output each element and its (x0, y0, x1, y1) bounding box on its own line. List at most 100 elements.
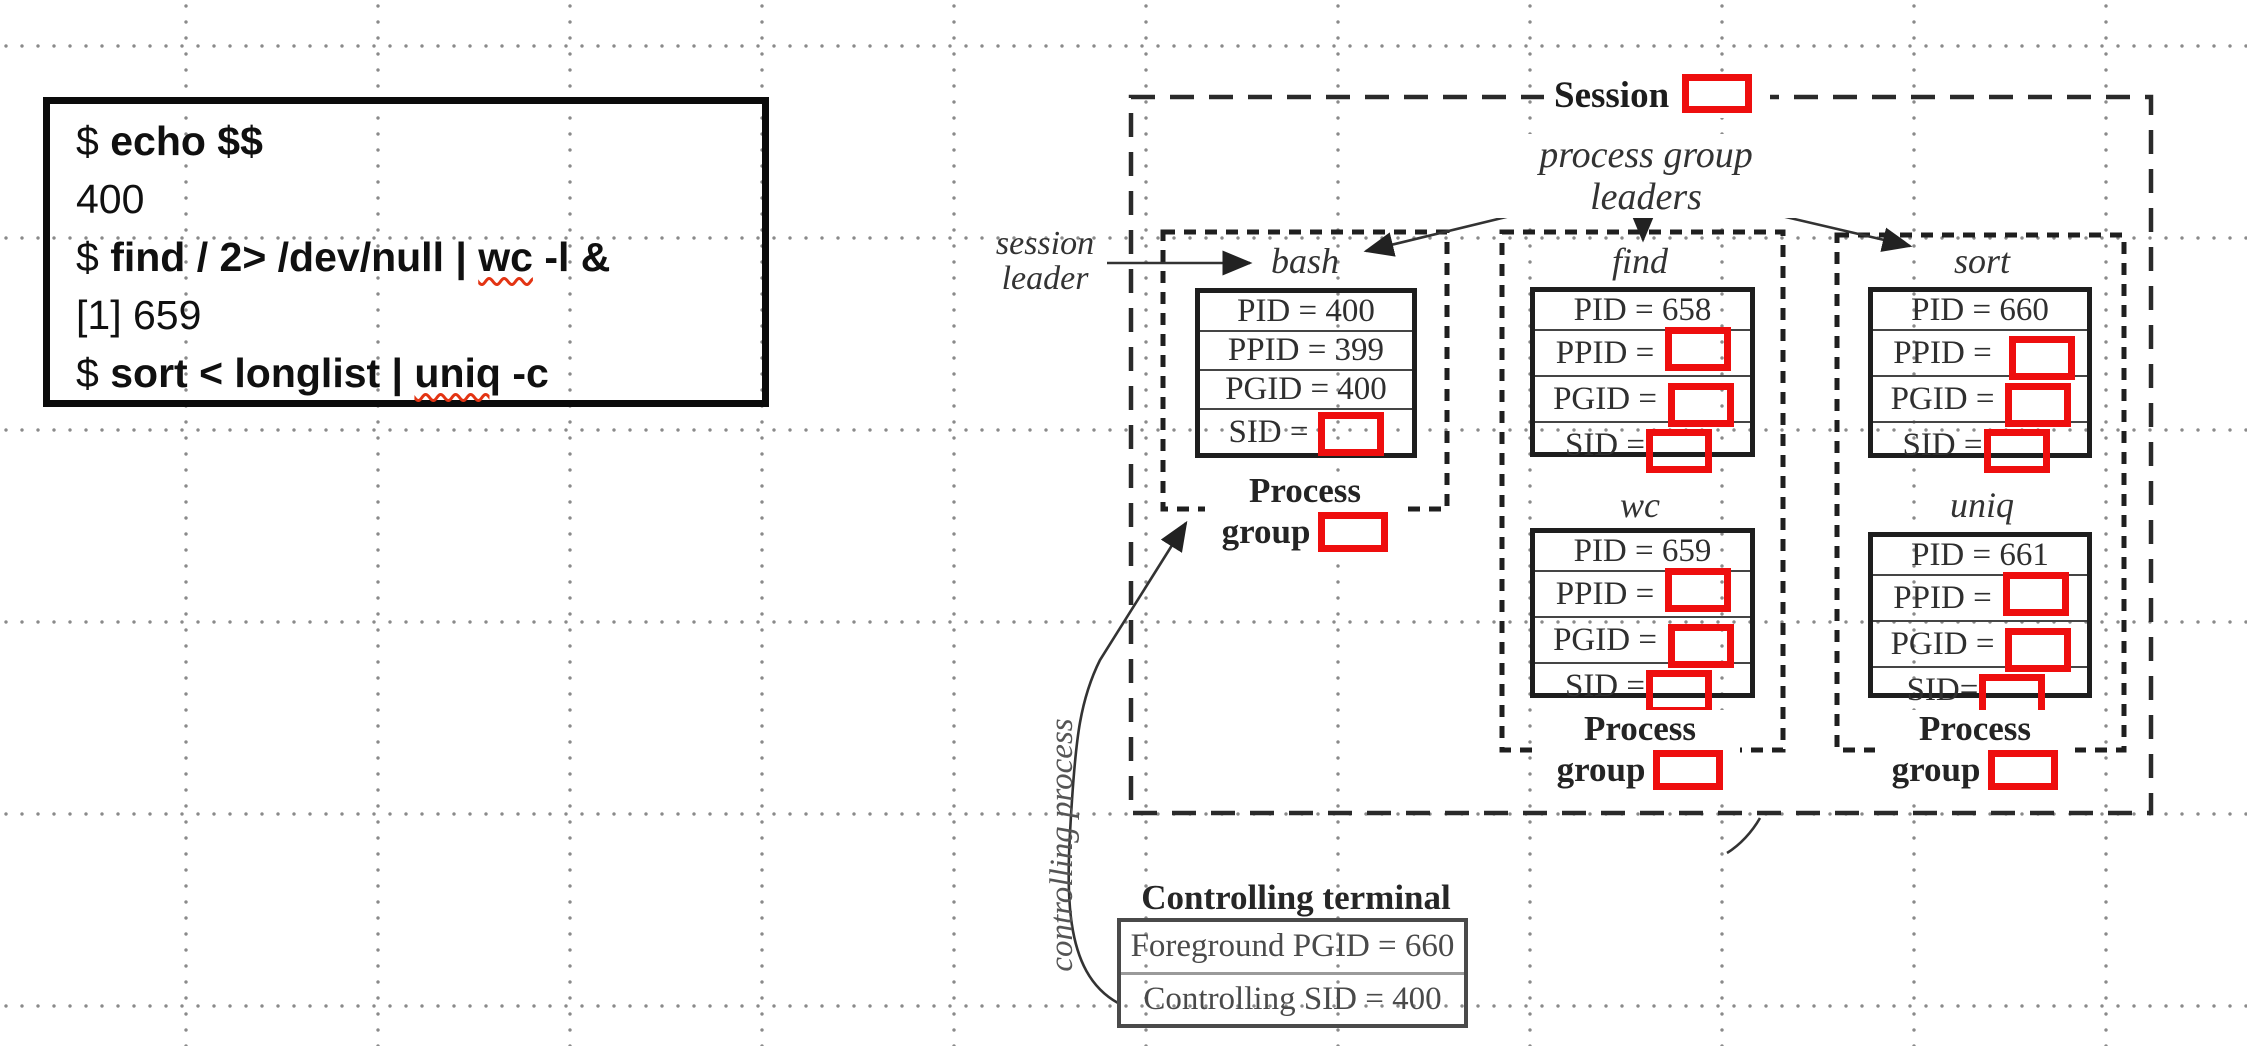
process-table-sort: PID = 660 PPID = PGID = SID = (1868, 287, 2092, 473)
session-label: Session (1554, 74, 1670, 116)
process-table-bash: PID = 400 PPID = 399 PGID = 400 SID = (1195, 288, 1417, 458)
command-text: -c (500, 350, 549, 396)
table-row: SID = (1535, 421, 1750, 473)
table-row: SID = (1200, 408, 1412, 456)
find-pgid-blank (1667, 383, 1734, 427)
group-word: group (1556, 750, 1646, 789)
group-word: group (1221, 512, 1311, 551)
process-name-find: find (1611, 241, 1668, 281)
process-name-uniq: uniq (1949, 485, 2014, 525)
process-table-uniq: PID = 661 PPID = PGID = SID= (1868, 532, 2092, 718)
uniq-pgid-blank (2005, 628, 2072, 672)
session-corner-tick (1726, 817, 1762, 855)
row-text: SID = (1564, 426, 1646, 463)
sort-pgid-blank (2005, 383, 2072, 427)
process-name-sort: sort (1953, 241, 2011, 281)
table-row: SID = (1535, 662, 1750, 714)
find-wc-pgid-footer-blank (1653, 750, 1724, 790)
row-text: PGID = 400 (1225, 371, 1387, 407)
process-name-wc: wc (1620, 485, 1660, 525)
sort-uniq-pgid-footer-blank (1988, 750, 2059, 790)
terminal-snippet: $ echo $$ 400 $ find / 2> /dev/null | wc… (43, 97, 769, 407)
terminal-line: $ sort < longlist | uniq -c (76, 344, 762, 402)
table-row: SID= (1873, 666, 2087, 718)
shell-prompt: $ (76, 234, 99, 280)
session-leader-line1: session (995, 225, 1095, 262)
table-row: PPID = (1873, 572, 2087, 620)
row-text: PID = 660 (1911, 292, 2049, 328)
sort-uniq-process-group-caption: Process group (1875, 710, 2075, 793)
controlling-sid-row: Controlling SID = 400 (1121, 971, 1464, 1025)
table-row: PPID = (1535, 327, 1750, 375)
row-text: PGID = (1890, 380, 1995, 417)
row-text: PGID = (1890, 625, 1995, 662)
shell-prompt: $ (76, 350, 99, 396)
table-row: PID = 400 (1200, 293, 1412, 330)
row-text: PID = 659 (1573, 533, 1712, 569)
process-word: Process (1583, 709, 1697, 748)
row-text: PPID = (1893, 334, 1992, 371)
process-table-find: PID = 658 PPID = PGID = SID = (1530, 287, 1755, 473)
terminal-line: [1] 659 (76, 286, 762, 344)
sort-sid-blank (1983, 429, 2050, 473)
row-text: PPID = (1555, 575, 1655, 612)
process-word: Process (1248, 471, 1362, 510)
terminal-line: $ echo $$ (76, 112, 762, 170)
row-text: PGID = (1553, 621, 1657, 658)
row-text: SID = (1564, 667, 1646, 704)
misspelled-word: wc (478, 234, 533, 280)
table-row: PPID = 399 (1200, 330, 1412, 369)
table-row: PGID = (1535, 616, 1750, 668)
table-row: PID = 658 (1535, 292, 1750, 329)
shell-prompt: $ (76, 118, 99, 164)
find-sid-blank (1646, 429, 1713, 473)
wc-sid-blank (1646, 670, 1713, 714)
command-text: echo $$ (110, 118, 263, 164)
bash-sid-blank (1317, 412, 1384, 456)
session-id-blank (1682, 74, 1752, 113)
command-text: sort < longlist | (110, 350, 415, 396)
wc-pgid-blank (1667, 624, 1734, 668)
row-text: PPID = (1555, 334, 1655, 371)
session-leader-label: session leader (980, 226, 1110, 296)
table-row: PGID = (1873, 375, 2087, 427)
session-leader-line2: leader (1001, 260, 1089, 297)
process-word: Process (1918, 709, 2032, 748)
table-row: PID = 661 (1873, 537, 2087, 574)
process-name-bash: bash (1270, 241, 1339, 281)
table-row: PPID = (1535, 568, 1750, 616)
row-text: SID = (1902, 426, 1983, 463)
bash-process-group-caption: Process group (1205, 472, 1405, 555)
command-text: find / 2> /dev/null | (110, 234, 479, 280)
controlling-process-label: controlling process (1044, 718, 1080, 972)
table-row: PID = 660 (1873, 292, 2087, 329)
table-row: PGID = 400 (1200, 369, 1412, 408)
wc-ppid-blank (1665, 568, 1732, 612)
controlling-terminal-table: Foreground PGID = 660 Controlling SID = … (1117, 918, 1468, 1028)
uniq-ppid-blank (2002, 572, 2069, 616)
table-row: PGID = (1873, 620, 2087, 672)
row-text: SID = (1228, 413, 1309, 450)
terminal-line: 400 (76, 170, 762, 228)
row-text: PID = 658 (1573, 292, 1712, 328)
table-row: PGID = (1535, 375, 1750, 427)
terminal-line: $ find / 2> /dev/null | wc -l & (76, 228, 762, 286)
row-text: SID= (1906, 671, 1979, 708)
row-text: PGID = (1553, 380, 1657, 417)
row-text: PPID = 399 (1227, 332, 1385, 368)
table-row: SID = (1873, 421, 2087, 473)
bash-pgid-footer-blank (1318, 512, 1389, 552)
table-row: PPID = (1873, 329, 2087, 380)
group-word: group (1891, 750, 1981, 789)
process-table-wc: PID = 659 PPID = PGID = SID = (1530, 528, 1755, 714)
misspelled-word: uniq (414, 350, 501, 396)
command-output: [1] 659 (76, 292, 202, 338)
find-wc-process-group-caption: Process group (1540, 710, 1740, 793)
table-row: PID = 659 (1535, 533, 1750, 570)
controlling-terminal-title: Controlling terminal (1141, 878, 1451, 917)
find-ppid-blank (1665, 327, 1732, 371)
command-text: -l & (532, 234, 611, 280)
sort-ppid-blank (2008, 336, 2075, 380)
row-text: PPID = (1893, 579, 1992, 616)
